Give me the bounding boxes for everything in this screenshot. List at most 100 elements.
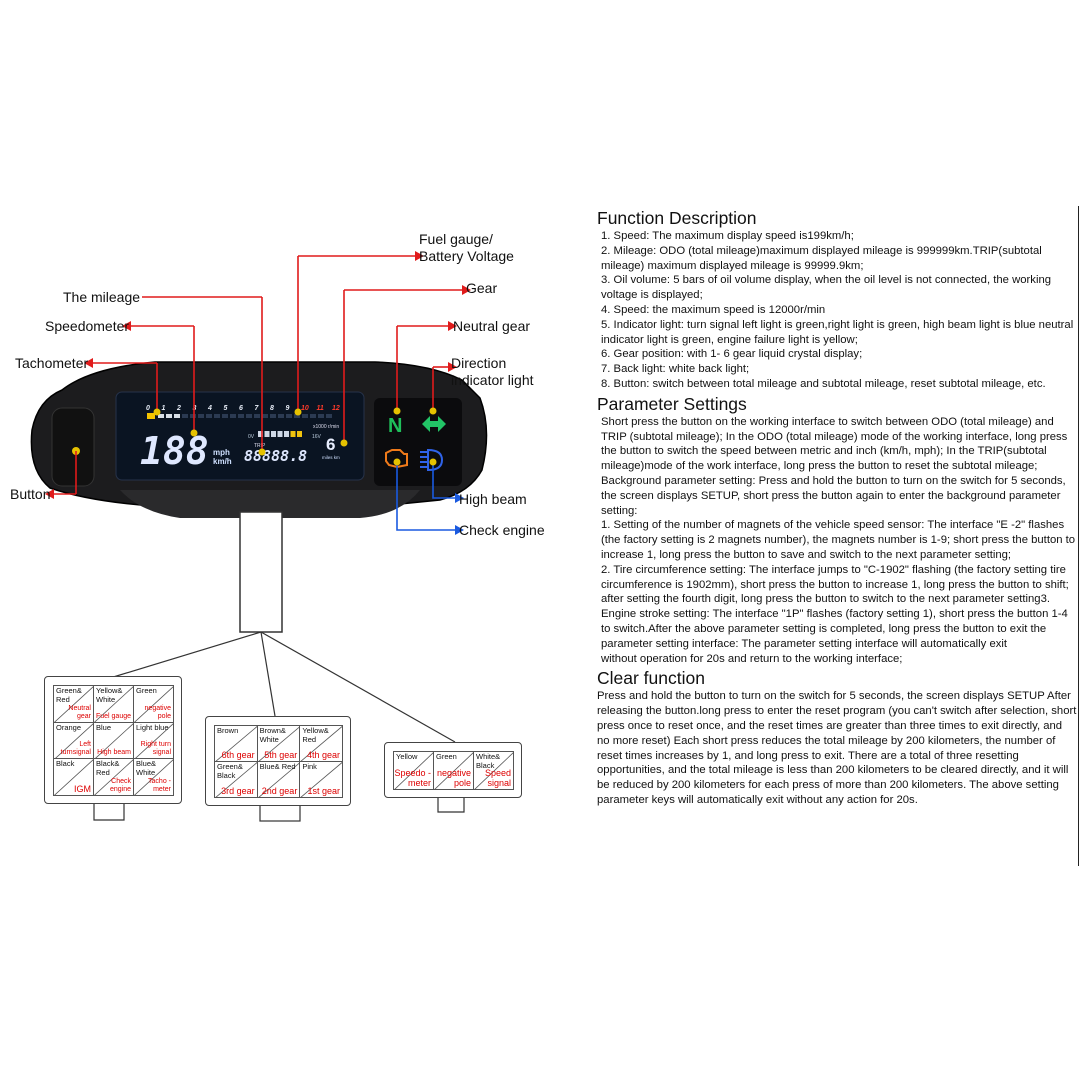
pin-function: Speed signal xyxy=(484,768,511,788)
callout-lines-blue xyxy=(396,462,455,531)
tach-number: 2 xyxy=(176,405,181,412)
pin-function: Neutral gear xyxy=(68,704,91,720)
pin-divider xyxy=(258,726,300,761)
pin-function: Left turnsignal xyxy=(60,741,91,757)
pin-divider xyxy=(94,759,133,795)
dashboard-bottom-lip xyxy=(120,490,420,518)
pin-function: 1st gear xyxy=(307,786,340,796)
text-paragraph: 1. Speed: The maximum display speed is19… xyxy=(601,230,854,242)
tach-number: 5 xyxy=(224,405,228,412)
tach-number: 7 xyxy=(255,405,260,412)
pin-wire-color: Yellow xyxy=(396,752,418,761)
speed-unit-bottom: km/h xyxy=(213,457,232,466)
tach-segment xyxy=(238,414,244,418)
pin-divider xyxy=(134,686,173,722)
pin-wire-color: Light blue xyxy=(136,722,169,732)
tach-segment xyxy=(174,414,180,418)
tach-segment xyxy=(158,414,164,418)
pin-function: IGM xyxy=(74,783,91,794)
tach-number: 12 xyxy=(332,405,340,412)
tach-segment xyxy=(286,414,292,418)
connector-left-tab xyxy=(93,803,125,821)
rpm-label: x1000 r/min xyxy=(313,424,339,430)
pin-divider xyxy=(54,723,93,759)
fuel-bar xyxy=(290,431,296,437)
text-paragraph: Short press the button on the working in… xyxy=(601,415,1068,517)
tach-segment xyxy=(166,414,172,418)
callout-lines xyxy=(54,255,462,495)
pin-function: 5th gear xyxy=(264,750,298,760)
pin-wire-color: Black& Red xyxy=(96,759,120,777)
button-well xyxy=(51,407,95,487)
tach-segment xyxy=(214,414,220,418)
speed-unit-top: mph xyxy=(213,448,230,457)
pin-divider xyxy=(94,686,133,722)
connector-pin: Pink 1st gear xyxy=(299,761,343,798)
text-paragraph: 2. Tire circumference setting: The inter… xyxy=(601,563,1069,650)
connector-pin: Green negative pole xyxy=(433,751,474,790)
tach-segment xyxy=(262,414,268,418)
pin-divider xyxy=(300,726,342,761)
speed-digits: 188 xyxy=(140,429,209,473)
connector-pin: Brown& White 5th gear xyxy=(256,725,301,762)
pin-wire-color: Green xyxy=(436,752,457,761)
pin-wire-color: Green xyxy=(136,686,157,695)
tach-segment xyxy=(270,414,276,418)
odometer-digits: 88888.8 xyxy=(244,447,307,465)
fuel-gauge xyxy=(258,431,302,437)
label-fuel-line2: Battery Voltage xyxy=(419,248,514,264)
text-paragraph: without operation for 20s and return to … xyxy=(601,652,903,665)
pin-function: Fuel gauge xyxy=(95,712,131,720)
pin-wire-color: Brown& White xyxy=(259,726,286,744)
pin-function: negative pole xyxy=(144,704,171,720)
tach-number: 1 xyxy=(162,405,166,412)
tach-number: 11 xyxy=(317,405,324,412)
clear-function-body: Press and hold the button to turn on the… xyxy=(597,689,1077,807)
label-mileage: The mileage xyxy=(63,289,141,305)
text-paragraph: 4. Speed: the maximum speed is 12000r/mi… xyxy=(601,303,826,316)
tach-number: 10 xyxy=(301,405,309,412)
label-check-engine: Check engine xyxy=(459,522,545,538)
label-neutral-gear: Neutral gear xyxy=(453,318,531,334)
label-direction-line2: indicator light xyxy=(451,372,534,388)
pin-wire-color: Black xyxy=(56,759,75,769)
function-description-title: Function Description xyxy=(597,208,757,228)
pin-wire-color: Yellow& Red xyxy=(302,726,329,744)
pin-function: Tacho -meter xyxy=(148,777,171,793)
label-tachometer: Tachometer xyxy=(15,355,89,371)
pin-function: Speedo -meter xyxy=(394,768,431,788)
volt-low: 0V xyxy=(248,434,255,440)
label-direction-line1: Direction xyxy=(451,355,507,371)
pin-wire-color: White& Black xyxy=(476,752,501,770)
tach-segment xyxy=(278,414,284,418)
tach-segment xyxy=(318,414,324,418)
pin-wire-color: Blue xyxy=(96,722,112,732)
tach-segment xyxy=(326,414,332,418)
fuel-bar xyxy=(271,431,276,437)
fuel-bar xyxy=(277,431,283,437)
text-paragraph: 7. Back light: white back light; xyxy=(601,363,750,376)
pin-wire-color: Pink xyxy=(302,762,317,771)
callout-dots xyxy=(153,407,437,466)
text-paragraph: 5. Indicator light: turn signal left lig… xyxy=(601,318,1074,346)
pin-function: negative pole xyxy=(436,768,471,788)
pin-divider xyxy=(300,762,342,797)
pin-function: 2nd gear xyxy=(261,786,298,796)
tach-number: 8 xyxy=(270,405,274,412)
tach-segment xyxy=(206,414,212,418)
pin-divider xyxy=(94,723,133,759)
label-direction-indicator: Direction indicator light xyxy=(451,355,534,389)
text-paragraph: 8. Button: switch between total mileage … xyxy=(601,377,1046,390)
connector-pin: Green negative pole xyxy=(133,685,174,723)
